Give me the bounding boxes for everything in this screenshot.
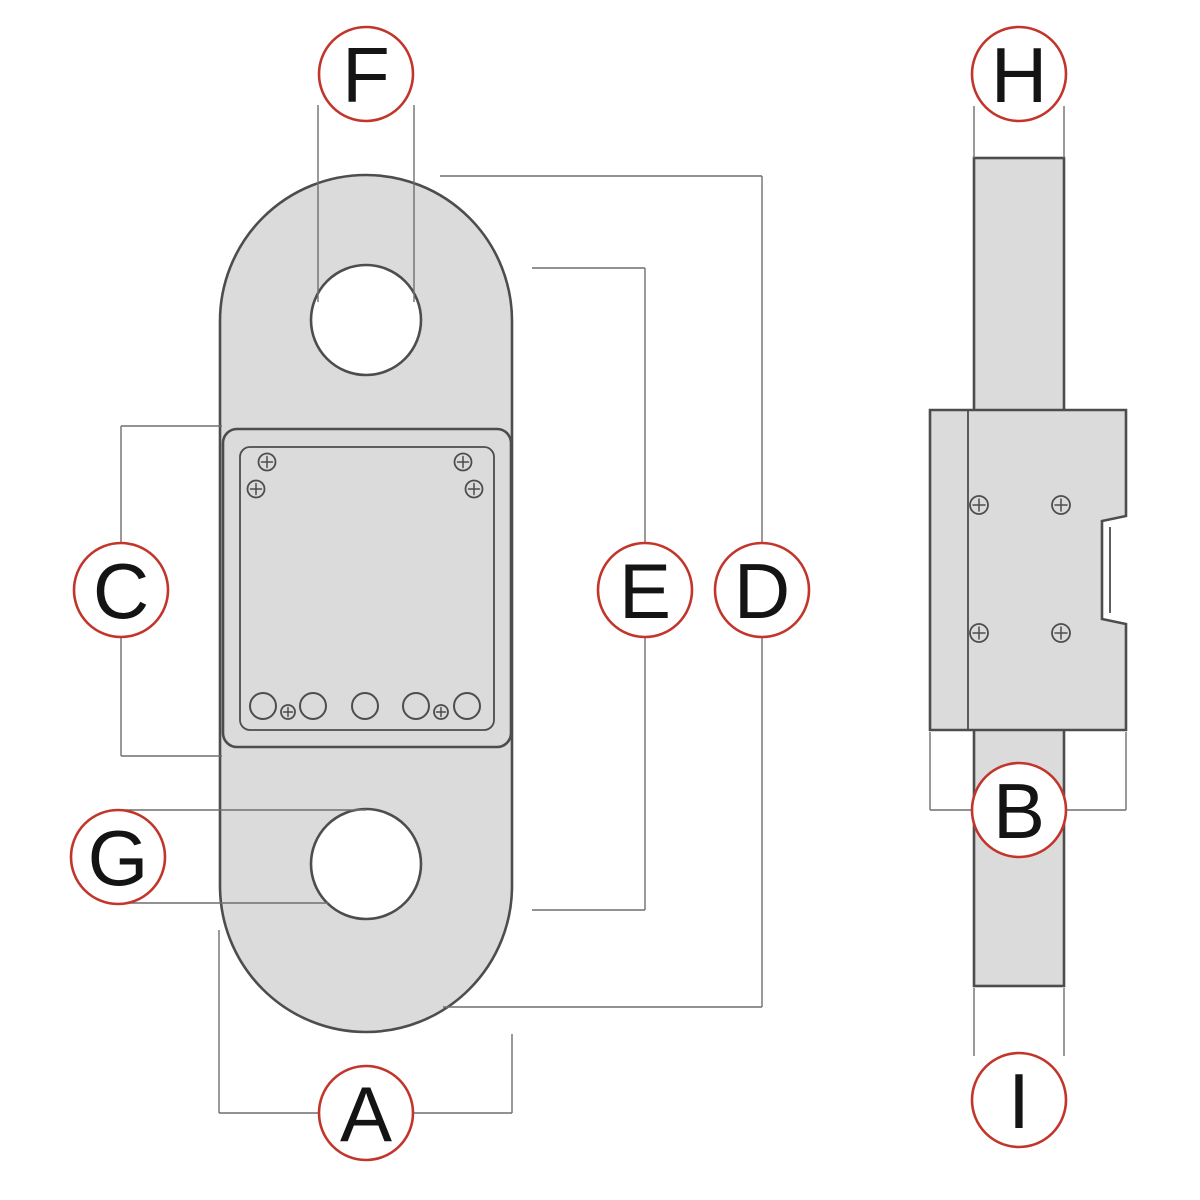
front-view — [218, 173, 514, 1034]
callout-g: G — [69, 808, 167, 906]
dimension-lines-c — [120, 425, 222, 757]
dimension-lines-g — [118, 809, 366, 904]
screw-icon — [1051, 495, 1071, 515]
callout-letter: F — [342, 31, 390, 119]
callout-circle — [72, 541, 170, 639]
side-top-bar — [972, 156, 1066, 414]
screw-icon — [257, 452, 277, 472]
screw-icon — [969, 623, 989, 643]
front-panel-inner-frame — [239, 446, 495, 731]
button-circle — [402, 692, 430, 720]
callout-circle — [970, 25, 1068, 123]
callout-d: D — [713, 541, 811, 639]
callout-letter: B — [993, 767, 1045, 855]
callout-circle — [970, 1051, 1068, 1149]
screw-icon — [1051, 623, 1071, 643]
dimension-lines-e — [532, 267, 646, 911]
callout-circle — [317, 25, 415, 123]
button-circle — [249, 692, 277, 720]
button-circle — [299, 692, 327, 720]
side-center-block — [928, 408, 1128, 732]
callout-c: C — [72, 541, 170, 639]
callout-letter: C — [93, 547, 149, 635]
dimension-lines-h — [973, 106, 1065, 158]
screw-icon — [433, 704, 449, 720]
screw-icon — [453, 452, 473, 472]
screw-icon — [464, 479, 484, 499]
callout-h: H — [970, 25, 1068, 123]
callout-letter: A — [340, 1070, 392, 1158]
callout-letter: I — [1008, 1057, 1030, 1145]
callout-a: A — [317, 1064, 415, 1162]
screw-icon — [969, 495, 989, 515]
side-view — [928, 156, 1128, 988]
button-circle — [453, 692, 481, 720]
callout-f: F — [317, 25, 415, 123]
callout-e: E — [596, 541, 694, 639]
front-panel-outer-frame — [221, 427, 513, 749]
callout-circle — [970, 761, 1068, 859]
dimension-lines-d — [440, 175, 763, 1008]
front-bottom-shackle-hole — [309, 807, 423, 921]
screw-icon — [246, 479, 266, 499]
callout-i: I — [970, 1051, 1068, 1149]
screw-icon — [280, 704, 296, 720]
callout-circle — [596, 541, 694, 639]
front-top-shackle-hole — [309, 263, 423, 377]
callout-circle — [69, 808, 167, 906]
callout-letter: H — [991, 31, 1047, 119]
dimension-lines-i — [973, 988, 1065, 1056]
callout-circle — [713, 541, 811, 639]
button-circle — [351, 692, 379, 720]
callout-letter: G — [88, 814, 149, 902]
dimension-lines-f — [317, 105, 415, 302]
callout-letter: D — [734, 547, 790, 635]
callout-b: B — [970, 761, 1068, 859]
callout-circle — [317, 1064, 415, 1162]
callout-letter: E — [619, 547, 671, 635]
